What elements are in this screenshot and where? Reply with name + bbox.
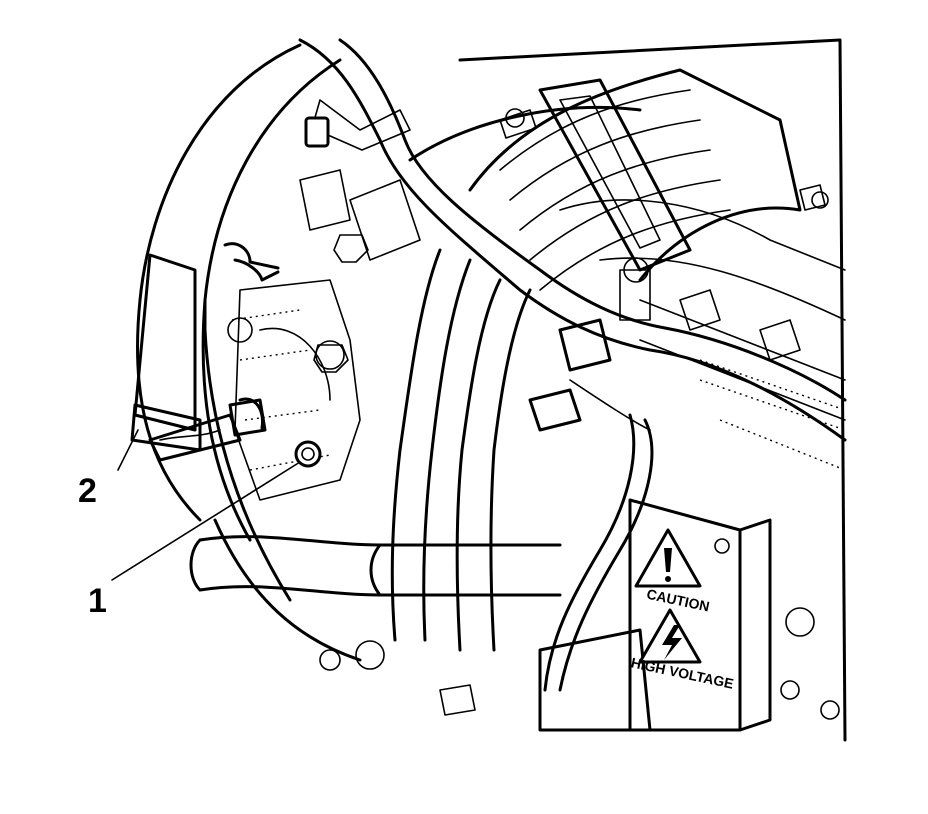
ribbed-duct bbox=[468, 68, 802, 291]
wiring-connector bbox=[528, 257, 654, 692]
high-voltage-triangle-icon bbox=[638, 608, 702, 664]
callout-number-1: 1 bbox=[88, 582, 107, 620]
cooler-pipes bbox=[298, 38, 847, 652]
callout-number-2: 2 bbox=[78, 472, 97, 510]
transmission-case bbox=[408, 38, 847, 742]
callout-1: 1 bbox=[88, 461, 301, 620]
lower-hose bbox=[189, 535, 652, 732]
caution-label: CAUTION bbox=[645, 586, 711, 615]
callout-2: 2 bbox=[78, 429, 139, 510]
bracket-clip bbox=[130, 242, 280, 462]
nut-item bbox=[294, 440, 322, 468]
caution-triangle-icon bbox=[634, 528, 702, 588]
hv-module: CAUTION HIGH VOLTAGE bbox=[628, 498, 772, 732]
